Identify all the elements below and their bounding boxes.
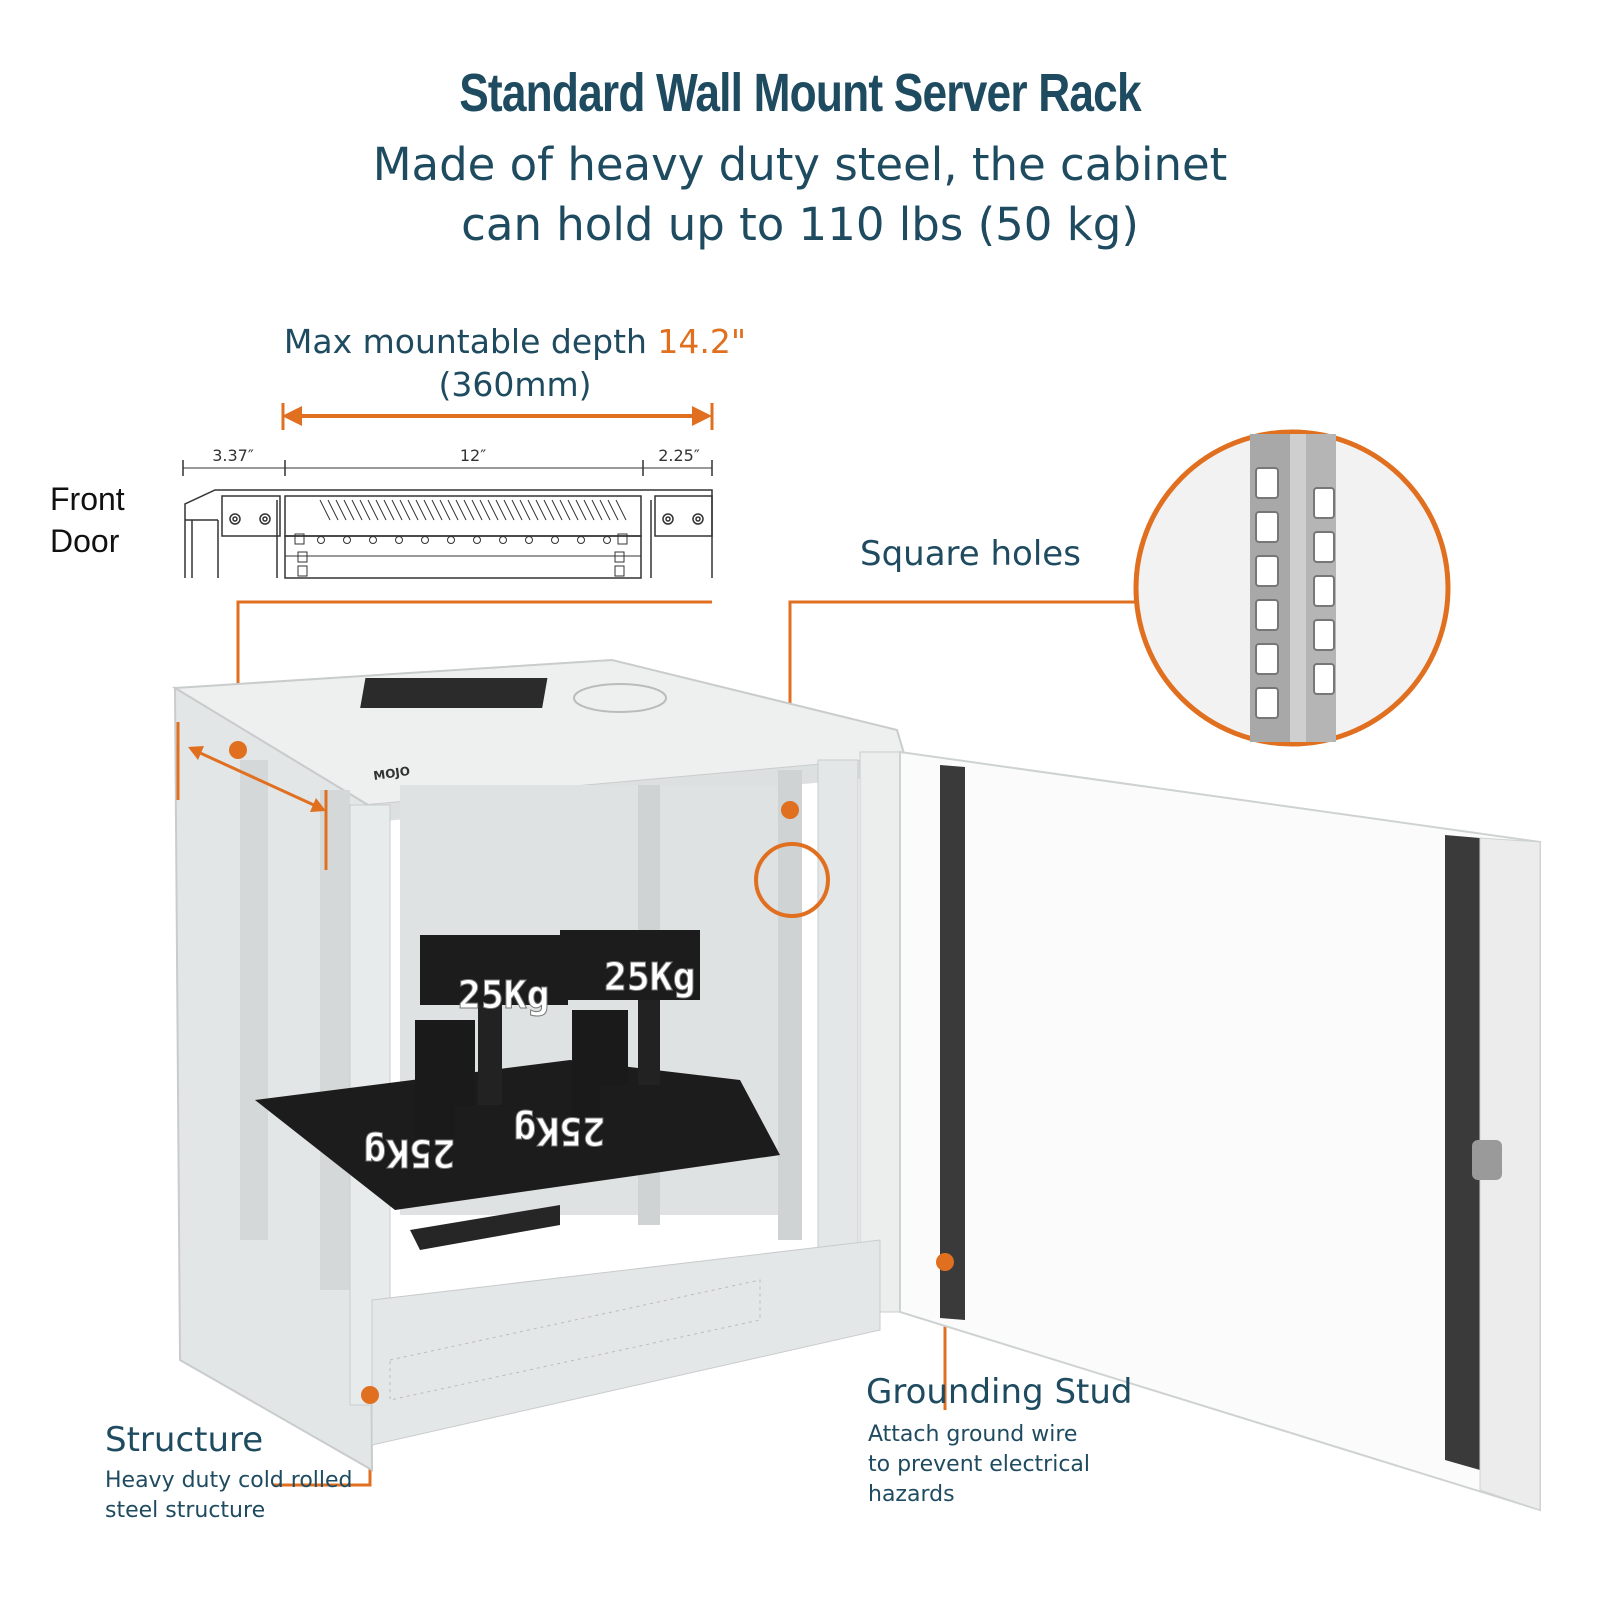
weight-labels: 25Kg 25Kg 25Kg 25Kg	[363, 955, 696, 1176]
depth-value: 14.2"	[657, 322, 747, 361]
weight-label-2: 25Kg	[604, 955, 696, 999]
front-door-label: Front Door	[50, 478, 125, 562]
weight-label-1: 25Kg	[458, 973, 550, 1017]
weight-label-3: 25Kg	[363, 1131, 455, 1175]
depth-label: Max mountable depth	[283, 322, 658, 361]
grounding-desc-line-3: hazards	[868, 1482, 955, 1507]
weight-2	[560, 930, 705, 1145]
top-view-drawing	[182, 460, 713, 579]
dim-front: 3.37″	[212, 446, 254, 465]
grounding-desc-line-2: to prevent electrical	[868, 1452, 1091, 1477]
structure-desc-line-1: Heavy duty cold rolled	[105, 1468, 353, 1493]
grounding-desc: Attach ground wire to prevent electrical…	[868, 1420, 1168, 1510]
depth-arrow	[281, 403, 714, 430]
subtitle-line-2: can hold up to 110 lbs (50 kg)	[461, 198, 1139, 251]
weight-label-4: 25Kg	[513, 1109, 605, 1153]
structure-title: Structure	[105, 1420, 264, 1460]
front-door-line-2: Door	[50, 523, 120, 559]
page-title: Standard Wall Mount Server Rack	[459, 63, 1141, 123]
structure-desc-line-2: steel structure	[105, 1498, 266, 1523]
brand-logo: MOJO	[372, 764, 410, 783]
square-holes-zoom	[1133, 429, 1451, 747]
subtitle-line-1: Made of heavy duty steel, the cabinet	[372, 138, 1228, 191]
square-holes-label: Square holes	[860, 534, 1081, 574]
callout-markers	[176, 722, 954, 1404]
weight-1	[415, 935, 568, 1165]
depth-heading: Max mountable depth 14.2"	[255, 322, 775, 361]
depth-metric: (360mm)	[438, 365, 592, 404]
open-door	[899, 750, 1541, 1512]
grounding-title: Grounding Stud	[866, 1372, 1133, 1412]
front-door-line-1: Front	[50, 481, 125, 517]
structure-desc: Heavy duty cold rolled steel structure	[105, 1466, 405, 1526]
dim-rear: 2.25″	[658, 446, 700, 465]
grounding-desc-line-1: Attach ground wire	[868, 1422, 1078, 1447]
cabinet	[171, 658, 907, 1472]
dim-middle: 12″	[459, 446, 487, 465]
